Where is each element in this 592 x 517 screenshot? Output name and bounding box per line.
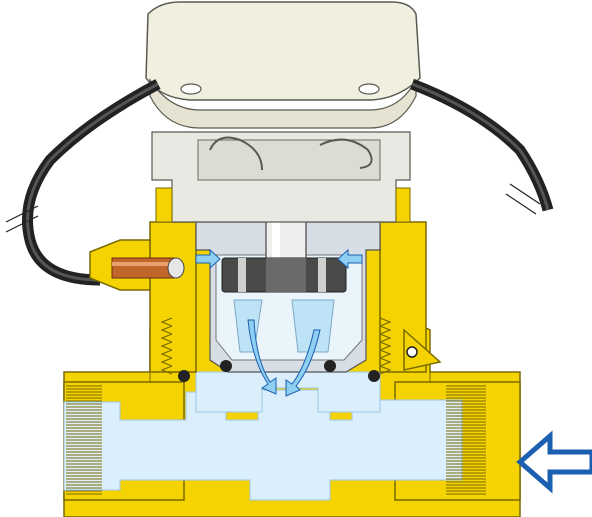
cable-left-highlight — [26, 82, 159, 282]
collar-thread-right — [379, 317, 392, 375]
collar-tooth — [379, 349, 392, 359]
sensor-wire-loop — [209, 136, 263, 171]
collar-tooth — [160, 317, 173, 327]
chamber-water — [195, 371, 381, 413]
collar-lug — [395, 187, 411, 223]
cable-break-mark — [5, 215, 39, 233]
flow-arrow-in-left — [195, 248, 221, 270]
collar-tooth — [379, 341, 392, 351]
inlet-thread-right — [446, 385, 486, 495]
side-sensor-port — [403, 328, 442, 371]
o-ring — [324, 360, 336, 372]
flow-arrow-in-right — [337, 248, 363, 270]
rotor-stripe-1 — [238, 258, 246, 292]
collar-tooth — [160, 357, 173, 367]
flow-arrows — [195, 248, 363, 397]
flow-arrow-down-left — [247, 319, 277, 395]
register-cap — [145, 1, 421, 223]
impeller-blade-right — [291, 299, 335, 353]
signal-cable-left — [5, 79, 161, 286]
collar-tooth — [379, 333, 392, 343]
neck-right-wall — [379, 221, 427, 373]
collar-tooth — [160, 341, 173, 351]
o-ring — [178, 370, 190, 382]
collar-tooth — [160, 349, 173, 359]
cable-break-mark — [505, 193, 537, 215]
rotor-stripe-2 — [266, 258, 306, 292]
collar-tooth — [379, 325, 392, 335]
copper-probe — [111, 257, 175, 279]
collar-lug — [155, 187, 173, 223]
collar-tooth — [160, 365, 173, 375]
flow-arrow-down-right — [285, 329, 321, 397]
neck-left-wall — [149, 221, 197, 373]
side-fitting — [89, 239, 185, 291]
register-cap-body — [145, 1, 421, 101]
cable-right-highlight — [411, 82, 550, 211]
collar-tooth — [379, 365, 392, 375]
copper-probe-highlight — [112, 262, 174, 266]
collar-tooth — [379, 357, 392, 367]
sensor-wire-loop — [319, 138, 373, 169]
collar-tooth — [160, 325, 173, 335]
cap-lower-band — [149, 78, 417, 129]
collar-tooth — [160, 333, 173, 343]
collar-tooth — [379, 317, 392, 327]
signal-cable-right — [410, 78, 554, 215]
sensor-port-hole — [406, 346, 418, 358]
cable-break-mark — [5, 205, 39, 223]
cap-screw-hole — [180, 83, 202, 95]
electronics-inner — [197, 139, 381, 181]
probe-tip — [167, 257, 185, 279]
direction-arrow — [516, 430, 592, 494]
outlet-thread-left — [66, 385, 102, 495]
cable-break-mark — [509, 183, 541, 205]
cap-screw-hole — [358, 83, 380, 95]
o-ring — [220, 360, 232, 372]
rotor-stripe-3 — [318, 258, 326, 292]
collar-thread-left — [160, 317, 173, 375]
cable-right — [410, 78, 554, 212]
o-ring — [368, 370, 380, 382]
